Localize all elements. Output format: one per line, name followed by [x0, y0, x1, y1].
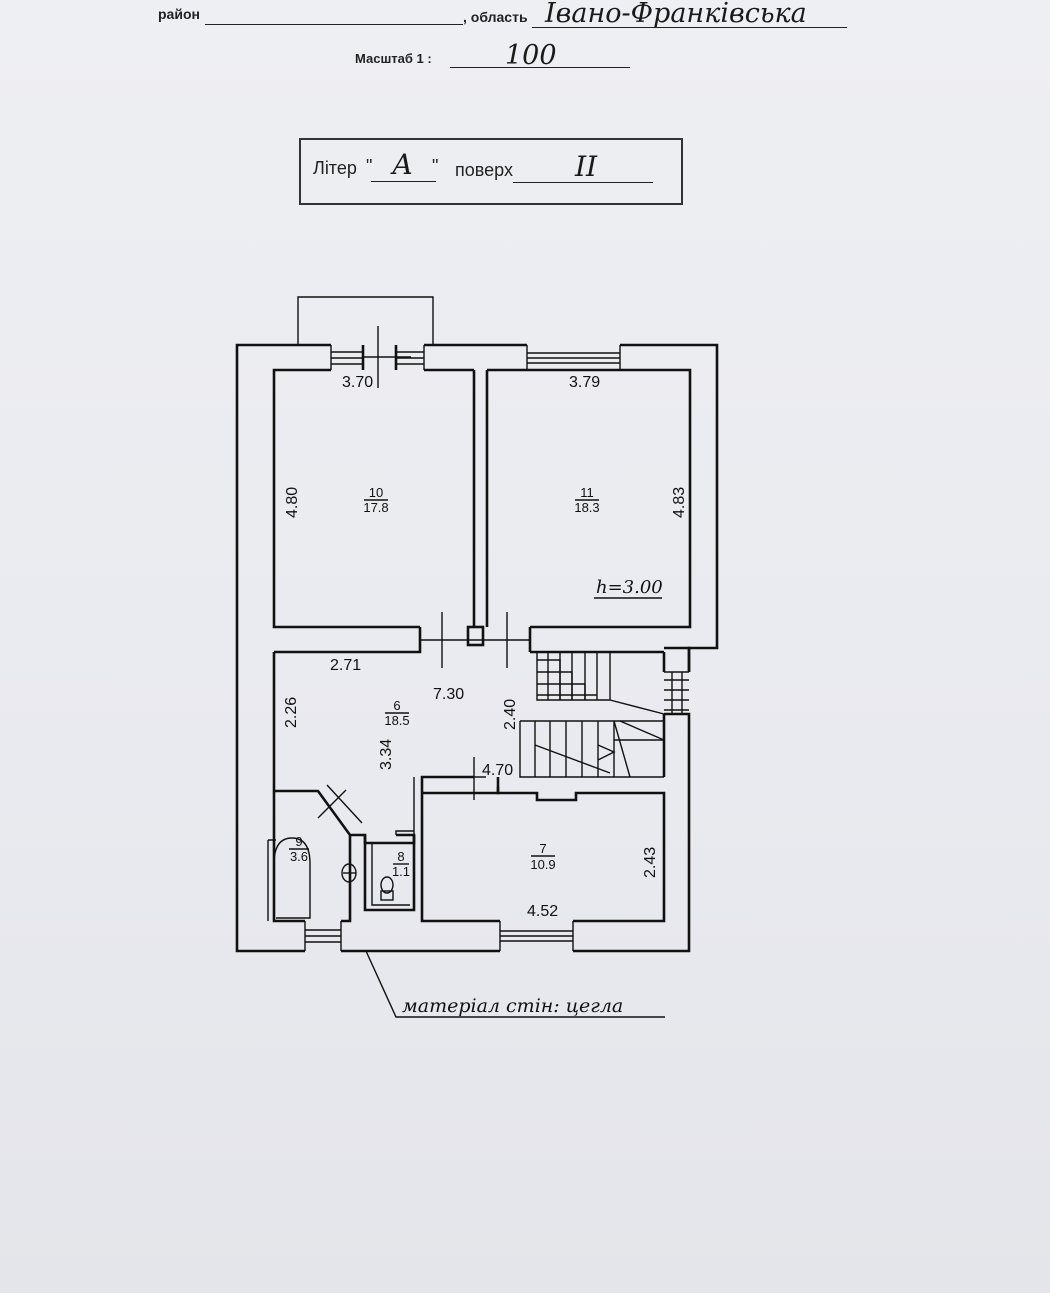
liter-label: Літер	[313, 158, 357, 178]
region-value: Івано-Франківська	[545, 0, 807, 29]
district-underline	[205, 24, 463, 25]
staircase	[519, 652, 689, 778]
liter-quote-close: "	[432, 156, 439, 176]
room-area: 3.6	[290, 849, 308, 864]
dim-334: 3.34	[378, 739, 395, 770]
dim-480: 4.80	[284, 487, 301, 518]
region-label: , область	[463, 9, 528, 25]
dim-240: 2.40	[502, 699, 519, 730]
bottom-openings	[304, 921, 574, 951]
region-underline	[532, 27, 847, 28]
floor-label: поверх	[455, 160, 513, 180]
bathroom-walls	[267, 777, 416, 921]
dim-379: 3.79	[569, 374, 600, 391]
balcony	[297, 296, 434, 345]
room-number: 11	[580, 485, 594, 500]
dim-730: 7.30	[433, 686, 464, 703]
partition-10-11	[466, 370, 489, 647]
dim-226: 2.26	[283, 697, 300, 728]
room-label-11: 11 18.3	[574, 485, 599, 515]
room-number: 9	[295, 834, 302, 849]
dim-483: 4.83	[671, 487, 688, 518]
wall-material-note: матеріал стін: цегла	[402, 995, 623, 1017]
room-number: 6	[393, 698, 400, 713]
floor-underline	[513, 182, 653, 183]
dim-370: 3.70	[342, 374, 373, 391]
room-area: 1.1	[392, 864, 410, 879]
room-area: 18.5	[384, 713, 409, 728]
room-number: 10	[369, 485, 383, 500]
ceiling-height-note: h=3.00	[596, 577, 663, 598]
liter-floor-box	[299, 138, 683, 205]
room-label-10: 10 17.8	[363, 485, 388, 515]
scale-underline	[450, 67, 630, 68]
room-number: 8	[397, 849, 404, 864]
district-label: район	[158, 6, 200, 22]
room-number: 7	[539, 841, 546, 856]
liter-value: А	[392, 148, 414, 181]
outer-walls	[235, 343, 719, 953]
room-label-9: 9 3.6	[289, 834, 309, 864]
dim-452: 4.52	[527, 903, 558, 920]
room-area: 10.9	[530, 857, 555, 872]
dim-243: 2.43	[642, 847, 659, 878]
room-area: 18.3	[574, 500, 599, 515]
room-label-7: 7 10.9	[530, 841, 555, 872]
room-label-6: 6 18.5	[384, 698, 409, 728]
room-label-8: 8 1.1	[392, 849, 410, 879]
dim-271: 2.71	[330, 657, 361, 674]
top-windows	[330, 326, 621, 388]
dim-470: 4.70	[482, 762, 513, 779]
liter-underline	[371, 181, 436, 182]
corridor-walls	[274, 612, 532, 668]
floor-value: II	[575, 150, 598, 183]
scale-value: 100	[505, 40, 557, 71]
scale-label: Масштаб 1 :	[355, 51, 432, 66]
room-area: 17.8	[363, 500, 388, 515]
material-leader-line	[365, 950, 665, 1018]
liter-quote-open: "	[366, 156, 373, 176]
room-7-walls	[420, 757, 666, 923]
